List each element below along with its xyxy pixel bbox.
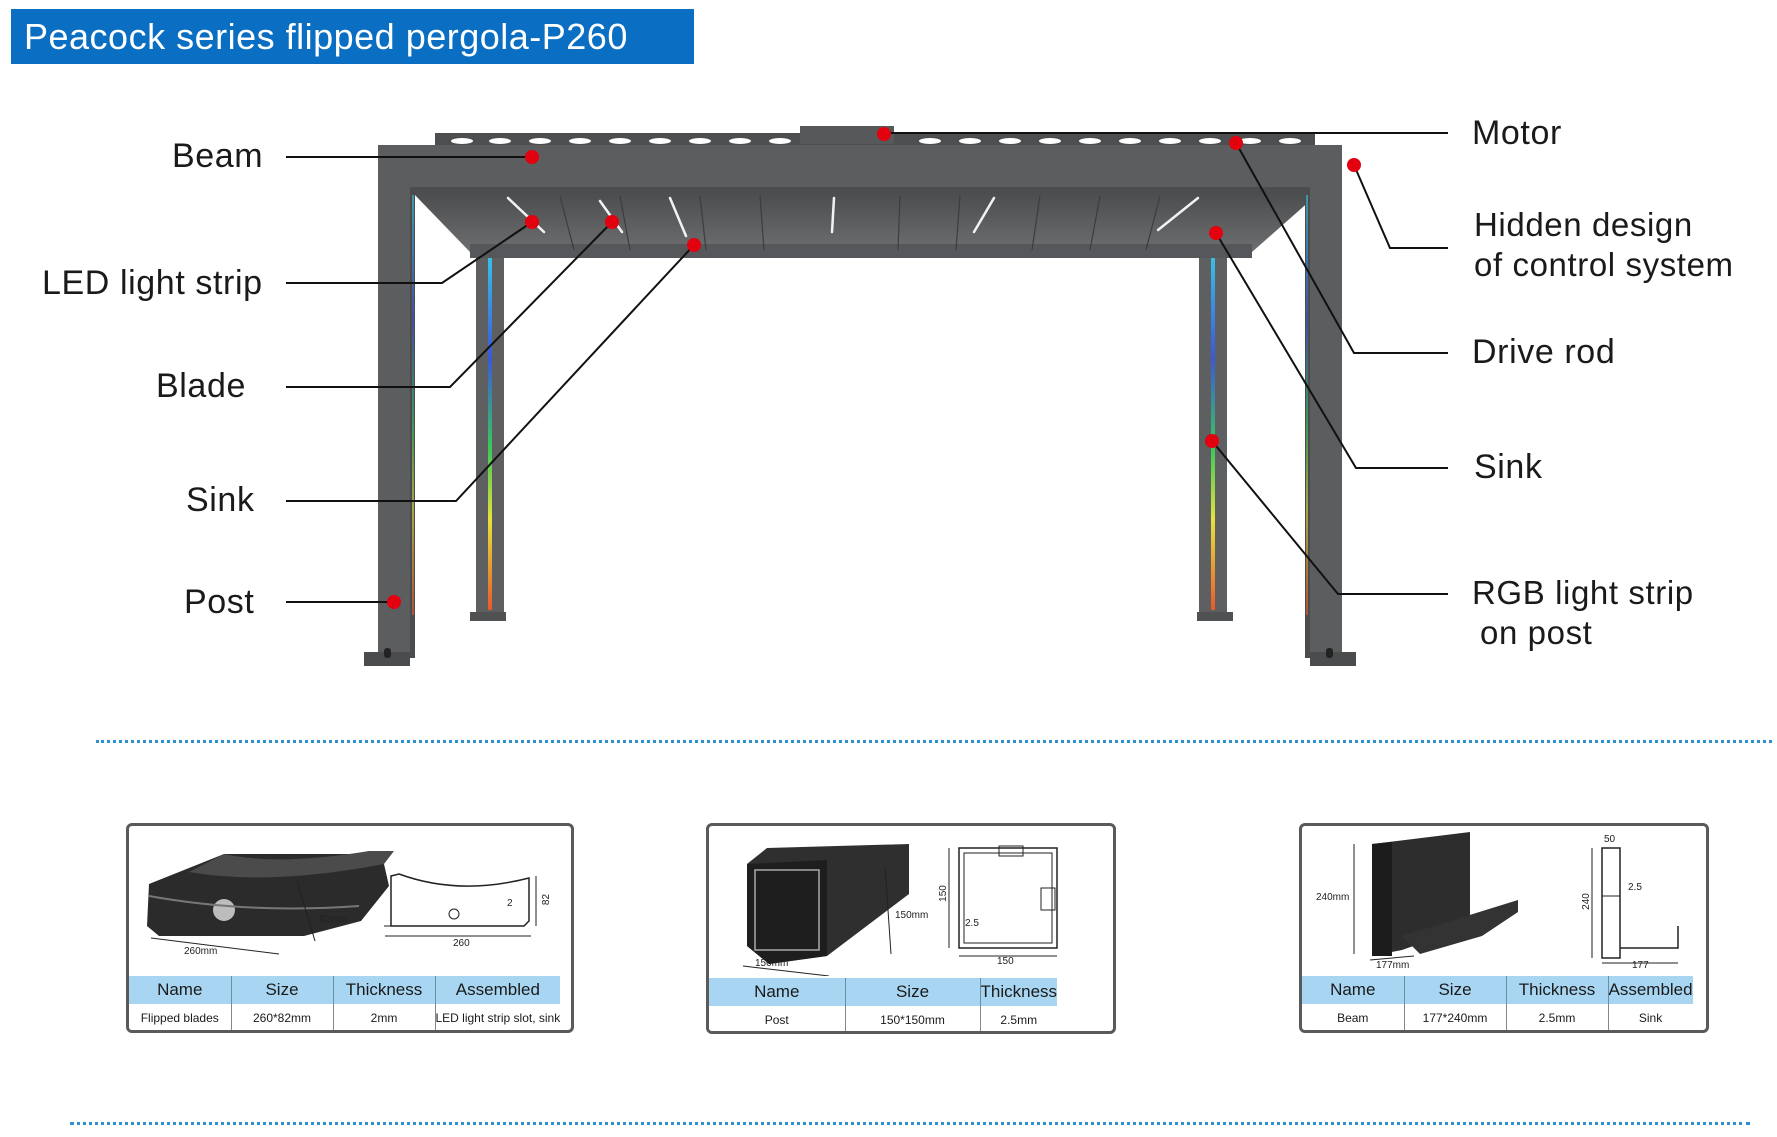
leader-rgb — [1211, 440, 1448, 595]
leader-sink-right — [1215, 232, 1448, 469]
dim-beam-width: 177mm — [1376, 960, 1410, 971]
dim-post-draw-height: 150 — [937, 885, 949, 902]
dim-beam-draw-top: 50 — [1604, 834, 1616, 845]
cell-size: 260*82mm — [231, 1004, 334, 1030]
front-beam — [378, 126, 1342, 193]
back-post-left — [470, 245, 506, 621]
dim-blade-height: 82mm — [319, 914, 347, 925]
label-rgb-line2: on post — [1480, 614, 1593, 651]
marker-sink-left — [687, 238, 701, 252]
header-size: Size — [845, 978, 981, 1006]
dim-beam-draw-thickness: 2.5 — [1628, 882, 1642, 893]
back-post-right — [1197, 245, 1233, 621]
label-hidden-design-line1: Hidden design — [1474, 206, 1693, 243]
header-assembled: Assembled — [435, 976, 561, 1004]
marker-blade — [605, 215, 619, 229]
header-assembled: Assembled — [1608, 976, 1693, 1004]
label-blade: Blade — [156, 367, 246, 405]
leader-blade — [286, 221, 613, 388]
cell-size: 177*240mm — [1404, 1004, 1507, 1030]
leader-hidden — [1353, 164, 1448, 249]
header-size: Size — [1404, 976, 1507, 1004]
spec-card-beam: 240mm 177mm 50 240 2.5 177 Name Size Thi… — [1299, 823, 1709, 1033]
roof-blades — [412, 192, 1320, 258]
cell-size: 150*150mm — [845, 1006, 981, 1031]
marker-beam — [525, 150, 539, 164]
label-sink-left: Sink — [186, 481, 255, 519]
page-title: Peacock series flipped pergola-P260 — [11, 9, 694, 64]
blade-profile-drawing — [147, 851, 537, 955]
header-thickness: Thickness — [333, 976, 436, 1004]
header-size: Size — [231, 976, 334, 1004]
spec-table-blades: Name Size Thickness Assembled Flipped bl… — [129, 976, 561, 1030]
marker-hidden — [1347, 158, 1361, 172]
label-sink-right: Sink — [1474, 448, 1543, 486]
dim-post-draw-width: 150 — [997, 956, 1014, 967]
front-post-right — [1305, 145, 1356, 666]
marker-post — [387, 595, 401, 609]
spec-card-blades: 260mm 82mm 82 260 2 Name Size Thickness … — [126, 823, 574, 1033]
cell-name: Flipped blades — [129, 1004, 232, 1030]
post-profile-drawing — [742, 844, 1058, 976]
dim-post-draw-thickness: 2.5 — [965, 918, 979, 929]
label-motor: Motor — [1472, 114, 1562, 152]
header-name: Name — [709, 978, 846, 1006]
spec-table-beam: Name Size Thickness Assembled Beam 177*2… — [1302, 976, 1693, 1030]
label-beam: Beam — [172, 137, 264, 175]
label-led-light-strip: LED light strip — [42, 264, 263, 302]
label-drive-rod: Drive rod — [1472, 333, 1616, 371]
label-hidden-design-line2: of control system — [1474, 246, 1734, 283]
beam-profile-drawing — [1353, 832, 1679, 964]
cell-assembled: Sink — [1608, 1004, 1693, 1030]
dim-beam-height: 240mm — [1316, 892, 1350, 903]
cell-name: Post — [709, 1006, 846, 1031]
label-rgb-line1: RGB light strip — [1472, 574, 1694, 611]
marker-drive-rod — [1229, 136, 1243, 150]
pergola-diagram — [286, 126, 1448, 666]
leader-sink-left — [286, 244, 695, 502]
cell-name: Beam — [1302, 1004, 1405, 1030]
dim-post-height: 150mm — [895, 910, 929, 921]
header-thickness: Thickness — [1506, 976, 1609, 1004]
marker-motor — [877, 127, 891, 141]
dim-blade-draw-thickness: 2 — [507, 898, 513, 909]
dim-beam-draw-width: 177 — [1632, 960, 1649, 971]
dim-blade-draw-height: 82 — [541, 893, 553, 906]
header-name: Name — [129, 976, 232, 1004]
header-thickness: Thickness — [980, 978, 1058, 1006]
front-post-left — [364, 145, 415, 666]
marker-sink-right — [1209, 226, 1223, 240]
dim-blade-width: 260mm — [184, 946, 218, 957]
marker-rgb — [1205, 434, 1219, 448]
dim-blade-draw-width: 260 — [453, 938, 470, 949]
dim-post-width: 150mm — [755, 958, 789, 969]
spec-card-post: 150mm 150mm 150 150 2.5 Name Size Thickn… — [706, 823, 1116, 1034]
cell-thickness: 2.5mm — [980, 1006, 1058, 1031]
cell-assembled: LED light strip slot, sink — [435, 1004, 561, 1030]
leader-drive-rod — [1235, 142, 1448, 354]
divider-top — [96, 740, 1772, 743]
dim-beam-draw-height: 240 — [1580, 893, 1592, 910]
label-post: Post — [184, 583, 255, 621]
cell-thickness: 2mm — [333, 1004, 436, 1030]
leader-led — [286, 221, 533, 284]
marker-led — [525, 215, 539, 229]
header-name: Name — [1302, 976, 1405, 1004]
spec-table-post: Name Size Thickness Post 150*150mm 2.5mm — [709, 978, 1058, 1031]
divider-bottom — [70, 1122, 1750, 1125]
cell-thickness: 2.5mm — [1506, 1004, 1609, 1030]
